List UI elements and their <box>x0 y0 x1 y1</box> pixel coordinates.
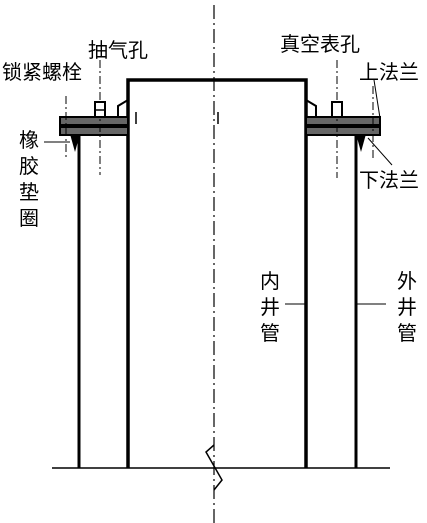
left-flange-shoulder <box>117 99 129 118</box>
label-inner-well-pipe: 内井管 <box>260 269 280 345</box>
label-lower-flange: 下法兰 <box>359 168 419 192</box>
right-flange-shoulder <box>305 99 317 118</box>
inner-pipe-top <box>126 78 308 468</box>
label-rubber-gasket: 橡胶垫圈 <box>19 128 39 230</box>
label-upper-flange: 上法兰 <box>359 60 419 84</box>
break-symbol <box>205 444 223 491</box>
left-upper-flange <box>59 116 129 126</box>
leader-lower-flange <box>367 137 393 166</box>
label-vacuum-gauge-hole: 真空表孔 <box>280 32 360 56</box>
left-lower-flange <box>59 126 129 136</box>
vacuum-gauge-fitting <box>331 101 343 118</box>
leader-upper-flange <box>373 79 381 119</box>
label-air-hole: 抽气孔 <box>88 38 148 62</box>
left-rubber-gasket <box>70 134 80 152</box>
right-rubber-gasket <box>356 134 366 152</box>
label-lock-bolt: 锁紧螺栓 <box>2 60 82 84</box>
right-upper-flange <box>305 116 381 126</box>
label-outer-well-pipe: 外井管 <box>397 269 417 345</box>
right-lower-flange <box>305 126 381 136</box>
